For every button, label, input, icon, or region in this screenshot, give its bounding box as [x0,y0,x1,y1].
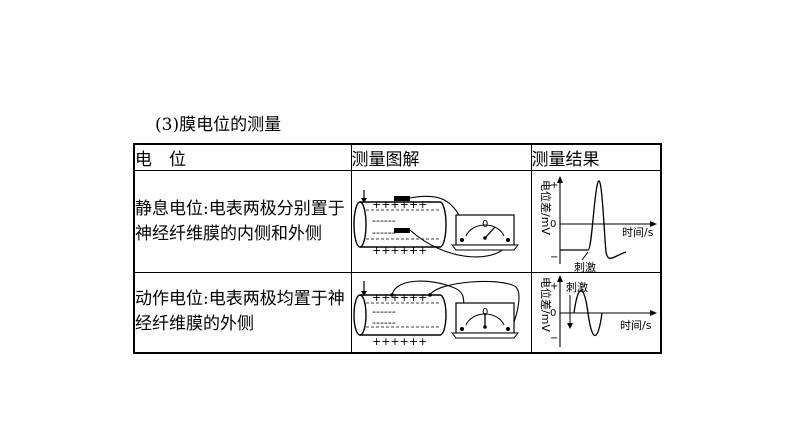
resting-zero-label: 0 [550,219,556,230]
nerve-fiber [352,200,447,248]
minus-charges-inner-top: ------ [372,305,396,318]
stimulus-arrowhead-icon [360,291,367,297]
header-result: 测量结果 [530,143,662,171]
minus-charges-inner-bottom: ------ [372,226,396,239]
action-stimulus-arrow-icon [566,323,573,330]
wire-b [429,281,520,328]
resting-stimulus-pointer [581,251,588,260]
minus-charges-inner-bottom: ------ [372,316,396,329]
stimulus-arrowhead-icon [360,197,367,203]
action-result-cell: 电位差/mV + 0 − 刺激 时间/s [530,272,662,353]
table-row-action: 动作电位:电表两极均置于神经纤维膜的外侧 ++++++ ------ -----… [133,272,662,353]
plus-charges-bottom: ++++++ [372,335,427,348]
resting-xlabel: 时间/s [622,226,654,239]
action-potential-curve [572,290,603,337]
action-zero-label: 0 [550,308,556,319]
header-potential: 电 位 [133,143,352,171]
action-ylabel: 电位差/mV [539,277,553,332]
measurement-table: 电 位 测量图解 测量结果 静息电位:电表两极分别置于神经纤维膜的内侧和外侧 +… [133,143,662,354]
galvanometer-icon [450,213,519,250]
plus-charges-bottom: ++++++ [372,244,427,257]
action-minus-label: − [550,333,558,344]
minus-charges-inner-top: ------ [372,214,396,227]
action-x-arrow-icon [649,310,657,317]
action-plus-label: + [550,281,558,292]
resting-result-cell: 电位差/mV + 0 − 时间/s 刺激 [530,170,662,273]
header-diagram: 测量图解 [350,143,532,171]
resting-minus-label: − [550,252,558,263]
table-row-resting: 静息电位:电表两极分别置于神经纤维膜的内侧和外侧 ++++++ ------ -… [133,170,662,273]
meter-zero-label: 0 [482,307,488,318]
plus-charges-top: ++++++ [372,291,427,304]
nerve-fiber [352,294,447,336]
wire-a [390,280,465,310]
resting-potential-text: 静息电位:电表两极分别置于神经纤维膜的内侧和外侧 [133,170,352,273]
resting-diagram-cell: ++++++ ------ ------ ++++++ [350,170,532,273]
action-y-arrow-icon [556,275,563,283]
resting-stimulus-label: 刺激 [574,260,596,272]
resting-ylabel: 电位差/mV [539,180,553,235]
resting-y-arrow-icon [556,175,563,183]
galvanometer-icon [450,302,519,339]
plus-charges-top: ++++++ [372,198,427,211]
action-measurement-diagram: ++++++ ------ ------ ++++++ [352,280,520,348]
meter-zero-label: 0 [482,219,488,230]
action-stimulus-label: 刺激 [566,280,588,294]
action-xlabel: 时间/s [620,319,652,332]
action-potential-text: 动作电位:电表两极均置于神经纤维膜的外侧 [133,272,352,353]
action-diagram-cell: ++++++ ------ ------ ++++++ [350,272,532,353]
resting-plus-label: + [550,180,558,191]
section-title: (3)膜电位的测量 [155,115,282,135]
action-result-graph: 电位差/mV + 0 − 刺激 时间/s [539,275,657,348]
electrode-inner [393,227,410,233]
resting-potential-curve [559,179,626,259]
resting-result-graph: 电位差/mV + 0 − 时间/s 刺激 [539,175,657,272]
resting-measurement-diagram: ++++++ ------ ------ ++++++ [352,189,519,257]
table-header-row: 电 位 测量图解 测量结果 [133,143,662,171]
electrode-outer [393,195,410,201]
resting-x-arrow-icon [649,220,657,227]
